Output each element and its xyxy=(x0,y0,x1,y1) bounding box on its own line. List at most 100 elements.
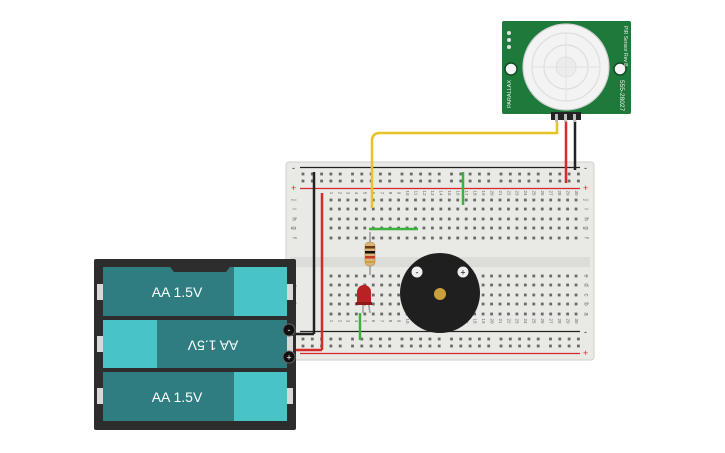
terminal-hole xyxy=(431,226,434,230)
terminal-hole xyxy=(507,302,510,306)
terminal-hole xyxy=(397,207,400,211)
terminal-hole xyxy=(371,302,375,306)
terminal-hole xyxy=(363,312,367,316)
rail-hole xyxy=(388,337,392,341)
rail-hole xyxy=(310,172,314,176)
terminal-hole xyxy=(447,236,451,240)
column-number: 9 xyxy=(396,320,401,323)
row-letter: g xyxy=(582,226,588,229)
row-letter: g xyxy=(290,226,296,229)
terminal-hole xyxy=(329,302,333,306)
battery-end-tab-4 xyxy=(287,336,293,352)
terminal-hole xyxy=(523,312,527,316)
column-number: 16 xyxy=(456,190,461,196)
rail-hole xyxy=(468,172,472,176)
terminal-hole xyxy=(540,274,544,278)
rail-hole xyxy=(536,172,540,176)
terminal-hole xyxy=(414,217,417,221)
terminal-hole xyxy=(354,274,358,278)
row-letter: j xyxy=(582,198,588,200)
row-letter: b xyxy=(582,302,588,306)
rail-hole xyxy=(478,179,481,183)
rail-hole xyxy=(518,179,521,183)
terminal-hole xyxy=(515,198,519,202)
rail-hole xyxy=(301,337,305,341)
terminal-hole xyxy=(439,236,443,240)
terminal-hole xyxy=(464,226,468,230)
rail-hole xyxy=(558,344,562,348)
terminal-hole xyxy=(397,236,400,240)
rail-hole xyxy=(409,179,413,183)
terminal-hole xyxy=(439,226,443,230)
rail-hole xyxy=(351,337,354,341)
terminal-hole xyxy=(557,207,561,211)
rail-hole xyxy=(400,179,404,183)
terminal-hole xyxy=(346,217,350,221)
terminal-hole xyxy=(346,207,350,211)
pir-jumper-dot-3 xyxy=(507,45,511,49)
rail-hole xyxy=(558,179,562,183)
terminal-hole xyxy=(532,236,536,240)
terminal-hole xyxy=(380,283,384,287)
battery-cell-3-body xyxy=(103,372,234,421)
terminal-hole xyxy=(574,312,578,316)
rail-hole xyxy=(310,179,314,183)
terminal-hole xyxy=(507,198,510,202)
rail-hole xyxy=(518,172,521,176)
resistor[interactable] xyxy=(364,232,376,275)
battery-cell-1-cap xyxy=(234,267,287,316)
terminal-hole xyxy=(363,226,367,230)
terminal-hole xyxy=(439,207,443,211)
terminal-hole xyxy=(566,236,569,240)
terminal-hole xyxy=(490,274,493,278)
terminal-hole xyxy=(414,198,417,202)
rail-hole xyxy=(527,172,531,176)
terminal-hole xyxy=(447,226,451,230)
terminal-hole xyxy=(464,217,468,221)
terminal-hole xyxy=(566,198,569,202)
rail-hole xyxy=(351,172,354,176)
terminal-hole xyxy=(338,293,341,297)
terminal-hole xyxy=(329,283,333,287)
rail-top-minus-left: - xyxy=(292,163,295,173)
rail-hole xyxy=(409,344,413,348)
rail-hole xyxy=(419,337,422,341)
column-number: 25 xyxy=(532,190,537,196)
rail-hole xyxy=(419,344,422,348)
rail-hole xyxy=(577,179,580,183)
terminal-hole xyxy=(540,302,544,306)
column-number: 21 xyxy=(498,318,503,324)
rail-hole xyxy=(508,337,512,341)
terminal-hole xyxy=(507,293,510,297)
rail-hole xyxy=(338,344,342,348)
column-number: 28 xyxy=(557,190,562,196)
terminal-hole xyxy=(557,274,561,278)
row-letter: e xyxy=(582,274,588,278)
pir-sensor-pin-3 xyxy=(573,114,576,122)
terminal-hole xyxy=(329,293,333,297)
terminal-hole xyxy=(354,312,358,316)
column-number: 4 xyxy=(354,192,359,195)
terminal-hole xyxy=(371,312,375,316)
terminal-hole xyxy=(507,236,510,240)
column-number: 24 xyxy=(523,318,528,324)
terminal-hole xyxy=(515,217,519,221)
column-number: 19 xyxy=(481,190,486,196)
terminal-hole xyxy=(473,312,477,316)
rail-hole xyxy=(409,337,413,341)
terminal-hole xyxy=(540,217,544,221)
rail-hole xyxy=(379,337,382,341)
led[interactable] xyxy=(356,285,372,314)
battery-end-tab-6 xyxy=(287,388,293,404)
terminal-hole xyxy=(507,283,510,287)
terminal-hole xyxy=(549,198,553,202)
pir-sensor[interactable]: PARALLAX 555-28027 PIR Sensor Rev B xyxy=(502,21,631,122)
buzzer-plus-marker xyxy=(457,266,469,278)
terminal-hole xyxy=(540,293,544,297)
rail-hole xyxy=(360,344,364,348)
terminal-hole xyxy=(515,283,519,287)
buzzer[interactable]: - + xyxy=(400,253,480,333)
rail-hole xyxy=(478,172,481,176)
battery-pack[interactable]: AA 1.5V AA 1.5V AA 1.5V - + xyxy=(94,259,296,430)
